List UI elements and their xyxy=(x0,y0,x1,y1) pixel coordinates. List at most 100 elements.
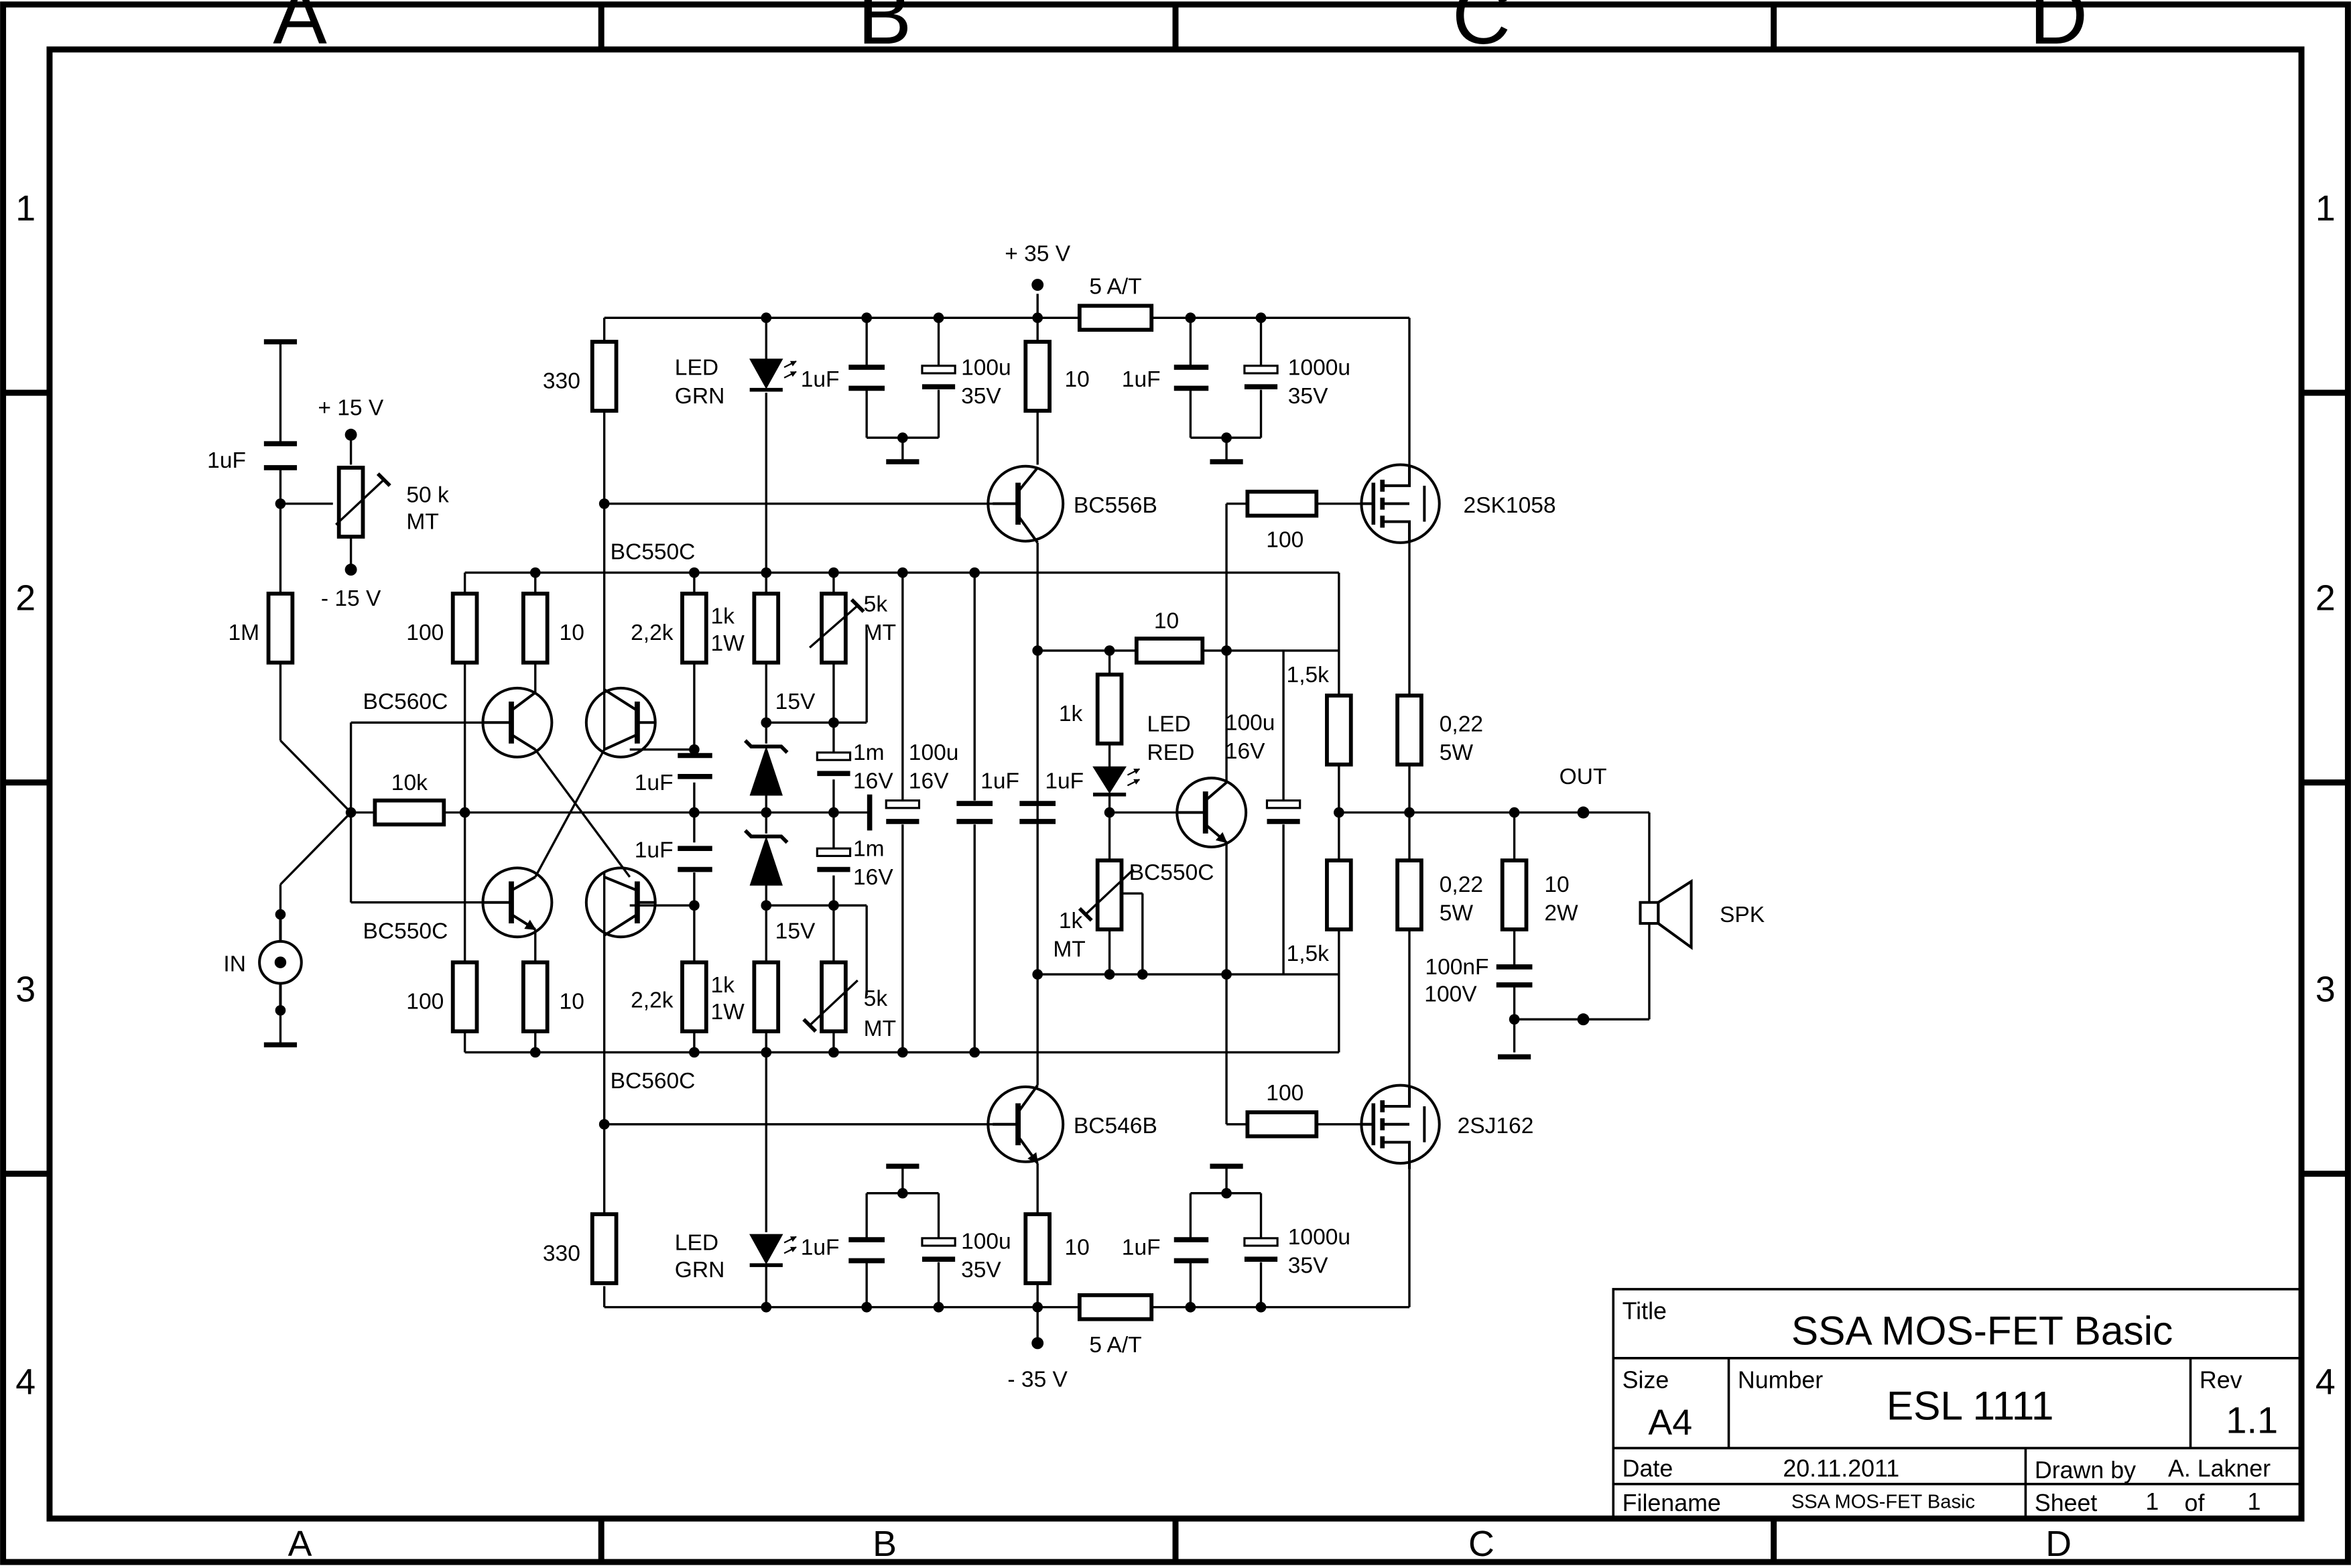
label-led-grn-top-2: GRN xyxy=(675,384,725,409)
zone-col-c-top: C xyxy=(1452,0,1511,61)
label-spk: SPK xyxy=(1720,903,1765,927)
resistor-022-top xyxy=(1395,694,1423,767)
label-pot-1k-type: MT xyxy=(1053,937,1085,962)
label-r-1k-bias: 1k xyxy=(1059,702,1083,726)
label-r-zobel: 10 xyxy=(1544,872,1569,897)
label-c-1000u-bot-v: 35V xyxy=(1288,1253,1328,1278)
transistor-bc546b xyxy=(987,1085,1065,1163)
resistor-10-bias xyxy=(1134,637,1205,665)
resistor-zobel xyxy=(1500,858,1529,931)
resistor-100-bl xyxy=(450,960,479,1034)
sheet-label: Sheet xyxy=(2035,1490,2098,1516)
label-q-bc556b: BC556B xyxy=(1074,493,1157,518)
size-label: Size xyxy=(1623,1367,1669,1394)
title-block-text: Title SSA MOS-FET Basic Size A4 Number E… xyxy=(1623,1298,2278,1516)
label-r-10-tl: 10 xyxy=(560,620,584,645)
pot-1k xyxy=(1095,858,1124,931)
filename-value: SSA MOS-FET Basic xyxy=(1791,1492,1975,1513)
label-q-bc550c-bias: BC550C xyxy=(1129,860,1214,885)
zone-row-3-left: 3 xyxy=(15,969,36,1009)
label-led-red-1: LED xyxy=(1147,712,1190,737)
resistor-10k xyxy=(373,798,446,827)
resistor-100-tl xyxy=(450,591,479,665)
label-r-022-bot: 0,22 xyxy=(1440,872,1483,897)
label-c-1m-b: 1m xyxy=(853,836,885,861)
label-c-1m-t-v: 16V xyxy=(853,769,893,794)
label-c-100u-bias: 100u xyxy=(1225,710,1275,735)
resistor-10-tl xyxy=(521,591,550,665)
label-c-1000u-bot: 1000u xyxy=(1288,1225,1350,1250)
label-c-1m-t: 1m xyxy=(853,740,885,765)
sheet-value: 1 xyxy=(2145,1488,2159,1515)
label-r-10-top: 10 xyxy=(1064,367,1089,392)
label-r-15k-top: 1,5k xyxy=(1287,663,1330,688)
label-r-1k1w-top-1: 1k xyxy=(711,604,735,629)
label-pot-5k-top-type: MT xyxy=(864,620,896,645)
zone-row-2-left: 2 xyxy=(15,578,36,618)
zone-row-1-left: 1 xyxy=(15,188,36,228)
label-q-bc560c-top: BC560C xyxy=(363,690,448,714)
label-c-1000u-top: 1000u xyxy=(1288,355,1350,380)
label-r-330-top: 330 xyxy=(543,369,580,393)
transistor-bc556b xyxy=(987,464,1065,543)
led-light-arrows xyxy=(783,361,1141,1254)
label-c-1uf-bot-out: 1uF xyxy=(1122,1235,1161,1260)
transistors xyxy=(481,463,1441,1169)
ground-symbols xyxy=(263,339,1531,1169)
label-neg35: - 35 V xyxy=(1007,1367,1068,1392)
label-r-1k1w-bot-2: 1W xyxy=(711,1000,745,1025)
label-in: IN xyxy=(223,952,246,977)
label-r-1m: 1M xyxy=(229,620,260,645)
label-c-100u-mid-v: 16V xyxy=(909,769,949,794)
label-q-bc560c-bot: BC560C xyxy=(611,1069,696,1094)
label-neg15: - 15 V xyxy=(321,586,381,611)
connectors xyxy=(258,878,1693,1010)
label-pot-50k-type: MT xyxy=(406,510,438,535)
label-q-2sj162: 2SJ162 xyxy=(1458,1114,1534,1138)
label-c-100u-mid: 100u xyxy=(909,740,959,765)
fuse-bottom xyxy=(1077,1293,1154,1321)
diodes xyxy=(743,358,1127,1267)
label-r-zobel-w: 2W xyxy=(1544,901,1578,926)
pot-5k-top xyxy=(820,591,848,665)
label-c-zobel-v: 100V xyxy=(1424,982,1477,1006)
label-r-100-tl: 100 xyxy=(406,620,444,645)
resistor-10-bottom xyxy=(1023,1212,1052,1285)
label-c-100u-bot-v: 35V xyxy=(961,1258,1001,1283)
zone-row-1-right: 1 xyxy=(2315,188,2336,228)
zone-col-a-bottom: A xyxy=(288,1524,312,1564)
label-led-grn-bot-1: LED xyxy=(675,1231,718,1256)
zone-labels: A B C D A B C D 1 2 3 4 1 2 3 4 xyxy=(15,0,2336,1564)
label-c-1m-b-v: 16V xyxy=(853,865,893,890)
label-c-1uf-mid-t: 1uF xyxy=(635,771,674,795)
label-led-red-2: RED xyxy=(1147,740,1194,765)
label-z-15v-bot: 15V xyxy=(775,919,816,943)
sheet-size: A4 xyxy=(1648,1402,1692,1443)
label-q-bc550c-bot: BC550C xyxy=(363,919,448,943)
zone-col-d-top: D xyxy=(2029,0,2088,61)
label-c-zobel: 100nF xyxy=(1425,955,1488,980)
capacitors xyxy=(263,365,1533,1264)
transistor-bc550c-bias xyxy=(1176,777,1248,848)
resistor-1m xyxy=(266,591,295,665)
label-r-22k-bot: 2,2k xyxy=(631,988,674,1012)
resistor-1k5-bottom xyxy=(1325,858,1353,931)
resistor-330-top xyxy=(590,340,619,413)
label-q-2sk1058: 2SK1058 xyxy=(1464,493,1556,518)
pot-5k-bottom xyxy=(820,960,848,1034)
label-out: OUT xyxy=(1560,765,1607,789)
resistor-10-top xyxy=(1023,340,1052,413)
label-fuse-bot: 5 A/T xyxy=(1089,1333,1141,1358)
date-value: 20.11.2011 xyxy=(1783,1455,1899,1482)
label-c-100u-top-v: 35V xyxy=(961,384,1001,409)
speaker-icon xyxy=(1639,901,1660,925)
zone-row-3-right: 3 xyxy=(2315,969,2336,1009)
label-r-10-bot: 10 xyxy=(1064,1235,1089,1260)
drawing-title: SSA MOS-FET Basic xyxy=(1791,1308,2173,1354)
resistor-2k2-bottom xyxy=(680,960,708,1034)
rev-label: Rev xyxy=(2200,1367,2242,1394)
resistor-330-bottom xyxy=(590,1212,619,1285)
label-c-1uf-mid-2: 1uF xyxy=(1045,769,1084,794)
label-pos15: + 15 V xyxy=(318,396,384,421)
